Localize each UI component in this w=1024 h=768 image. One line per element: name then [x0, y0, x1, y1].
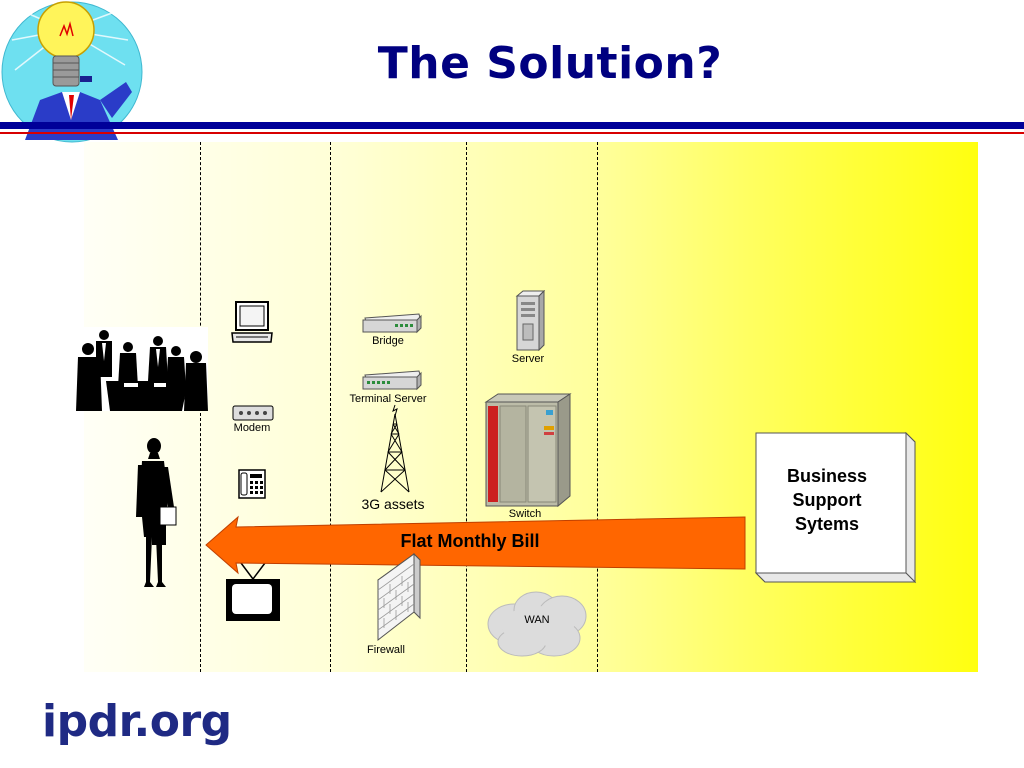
zone-divider-4	[597, 142, 598, 672]
business-support-systems-box	[752, 432, 917, 584]
laptop-icon	[231, 301, 273, 343]
server-icon	[515, 290, 545, 352]
wan-cloud-icon	[484, 584, 590, 660]
modem-icon	[232, 405, 274, 421]
header-rule-red	[0, 132, 1024, 134]
firewall-icon	[376, 552, 426, 644]
terminal-server-label: Terminal Server	[349, 393, 427, 405]
antenna-tower-icon	[377, 404, 413, 494]
television-icon	[224, 557, 282, 623]
slide-title: The Solution?	[377, 38, 723, 89]
bridge-icon	[361, 312, 423, 334]
flat-monthly-bill-arrow	[204, 515, 748, 575]
switch-label: Switch	[508, 508, 542, 520]
firewall-label: Firewall	[367, 644, 405, 656]
zone-divider-2	[330, 142, 331, 672]
terminal-server-icon	[361, 369, 423, 391]
flat-monthly-bill-label: Flat Monthly Bill	[400, 531, 540, 551]
antenna-label: 3G assets	[361, 496, 425, 512]
meeting-people-icon	[76, 327, 208, 411]
header-rule-blue	[0, 122, 1024, 129]
switch-cabinet-icon	[484, 392, 574, 508]
woman-silhouette-icon	[134, 437, 182, 589]
modem-label: Modem	[233, 422, 271, 434]
server-label: Server	[511, 353, 545, 365]
telephone-icon	[238, 469, 266, 499]
wan-label: WAN	[524, 614, 550, 626]
brand-logo-text: ipdr.org	[42, 696, 232, 747]
bridge-label: Bridge	[372, 335, 404, 347]
zone-divider-3	[466, 142, 467, 672]
